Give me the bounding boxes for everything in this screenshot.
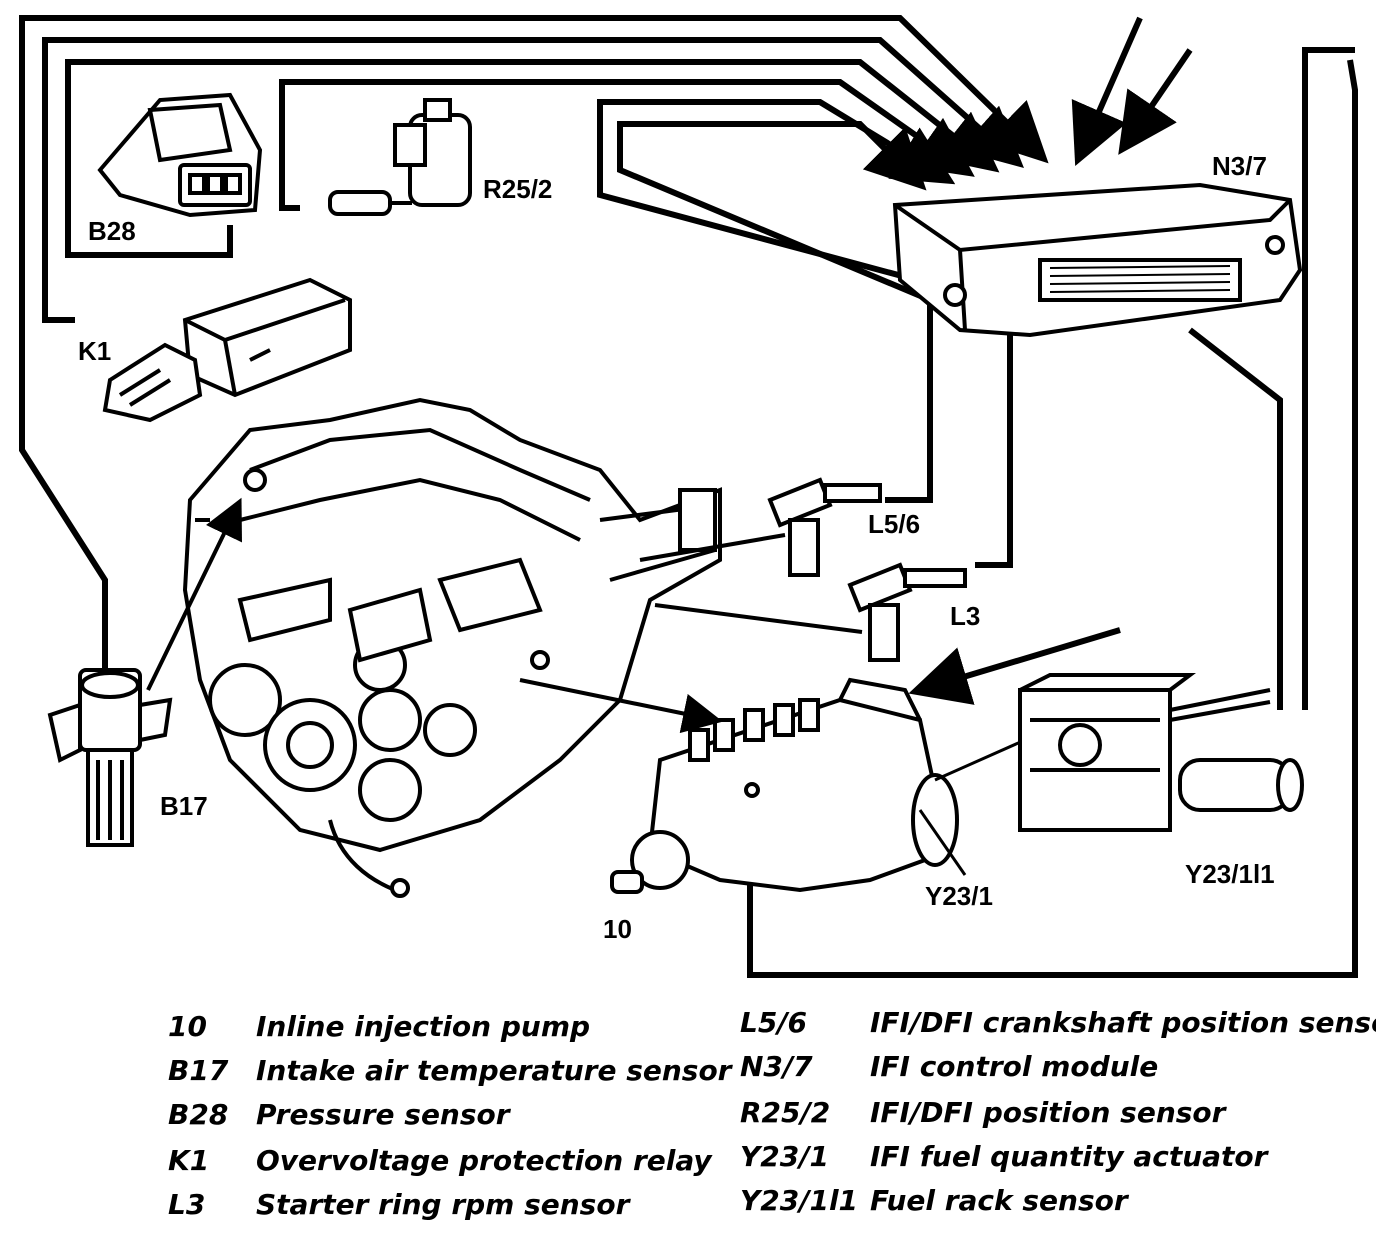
l3-pointer <box>654 603 863 634</box>
legend-desc: Intake air temperature sensor <box>256 1054 732 1087</box>
wire-l3 <box>597 99 1013 568</box>
relay-k1 <box>102 277 352 423</box>
legend-code: Y23/1 <box>740 1140 829 1173</box>
crank-sensor-l5-6 <box>767 477 882 577</box>
wire-ecu-to-pump <box>908 627 1121 705</box>
label-b28: B28 <box>88 216 136 246</box>
control-module-n3-7 <box>892 182 1303 338</box>
wire-b17 <box>19 15 1049 700</box>
callout-labels: N3/7 R25/2 B28 K1 L5/6 L3 B17 Y23/1 Y23/… <box>78 151 1275 944</box>
injection-pump-10 <box>610 677 959 894</box>
y23-1l1-pointer <box>934 738 1026 782</box>
wire-y23-1l1-lower <box>1302 47 1355 710</box>
label-r25-2: R25/2 <box>483 174 552 204</box>
label-b17: B17 <box>160 791 208 821</box>
legend-desc: IFI control module <box>870 1050 1159 1083</box>
wiring-diagram: N3/7 R25/2 B28 K1 L5/6 L3 B17 Y23/1 Y23/… <box>19 15 1358 978</box>
rpm-sensor-l3 <box>847 562 967 662</box>
label-l5-6: L5/6 <box>868 509 920 539</box>
legend-desc: Pressure sensor <box>256 1098 510 1131</box>
fuel-rack-sensor-y23-1l1 <box>1018 673 1304 832</box>
legend-code: 10 <box>168 1010 207 1043</box>
b17-pointer <box>146 497 242 691</box>
label-y23-1: Y23/1 <box>925 881 993 911</box>
pressure-sensor-b28 <box>97 92 263 218</box>
legend-desc: Starter ring rpm sensor <box>256 1188 630 1221</box>
legend-code: L5/6 <box>740 1006 808 1039</box>
legend-code: K1 <box>168 1144 210 1177</box>
wiring-harness <box>19 15 1358 978</box>
legend-left: 10 Inline injection pump B17 Intake air te… <box>168 1010 732 1230</box>
wire-ecu-y23 <box>747 59 1358 978</box>
legend-code: Y23/1l1 <box>740 1184 859 1217</box>
legend-desc: IFI/DFI position sensor <box>870 1096 1226 1129</box>
l5-6-pointer <box>639 533 786 562</box>
label-l3: L3 <box>950 601 980 631</box>
label-y23-1l1: Y23/1l1 <box>1185 859 1275 889</box>
air-temp-sensor-b17 <box>47 668 173 847</box>
wire-ecu-in-2 <box>1118 48 1193 155</box>
wire-b28 <box>65 59 1000 258</box>
legend-desc: Overvoltage protection relay <box>256 1144 712 1177</box>
legend-code: N3/7 <box>740 1050 813 1083</box>
label-n3-7: N3/7 <box>1212 151 1267 181</box>
engine-to-pump-pointer <box>519 678 723 734</box>
legend-code: B17 <box>168 1054 229 1087</box>
legend-desc: Fuel rack sensor <box>870 1184 1128 1217</box>
position-sensor-r25-2 <box>328 98 472 216</box>
wire-ecu-in-1 <box>1071 16 1143 166</box>
legend-desc: Inline injection pump <box>256 1010 591 1043</box>
legend-right: L5/6 IFI/DFI crankshaft position sensor N… <box>740 1006 1376 1226</box>
wire-l5-6 <box>617 121 933 503</box>
engine-assembly <box>182 397 722 898</box>
label-pump-10: 10 <box>603 914 632 944</box>
legend-code: R25/2 <box>740 1096 831 1129</box>
legend-desc: IFI/DFI crankshaft position sensor <box>870 1006 1376 1039</box>
label-k1: K1 <box>78 336 111 366</box>
y23-1-pointer <box>918 809 967 876</box>
legend-code: L3 <box>168 1188 206 1221</box>
wire-k1 <box>42 37 1024 323</box>
legend-desc: IFI fuel quantity actuator <box>870 1140 1268 1173</box>
wire-y23-1l1 <box>1188 327 1283 710</box>
wire-r25-2 <box>279 79 975 211</box>
legend-code: B28 <box>168 1098 229 1131</box>
